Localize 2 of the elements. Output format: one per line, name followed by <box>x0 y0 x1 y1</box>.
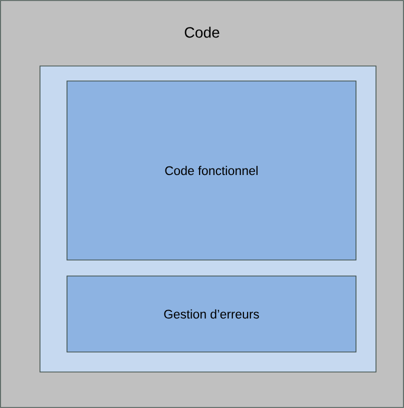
process-box: Code fonctionnel <box>66 80 356 260</box>
process-box: Gestion d’erreurs <box>66 276 356 352</box>
